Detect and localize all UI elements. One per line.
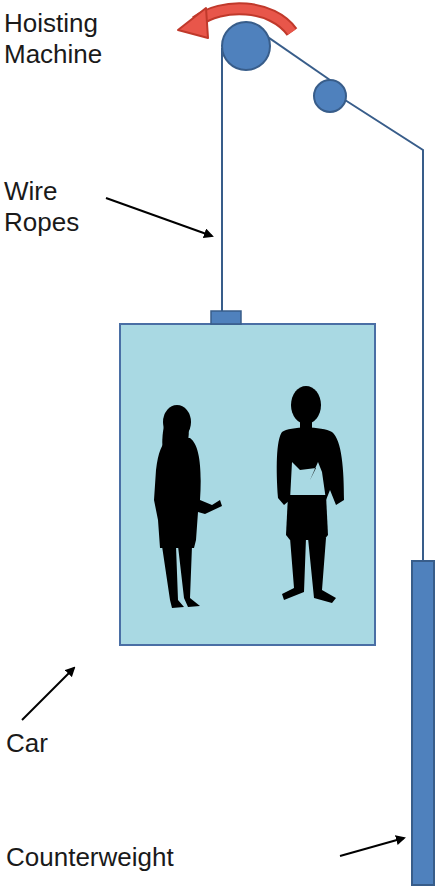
part-label: Counterweight [6, 842, 336, 873]
man-silhouette [277, 386, 344, 603]
rotation-arrow [178, 8, 292, 38]
rope-hitch [211, 311, 241, 324]
leader-arrow [22, 198, 404, 856]
counterweight-block [412, 561, 434, 885]
deflector-sheave [314, 80, 346, 112]
part-label: Car [6, 728, 126, 759]
hoist-sheave [222, 22, 270, 70]
part-label: Hoisting Machine [4, 8, 154, 70]
part-label: Wire Ropes [4, 176, 104, 238]
elevator-car [120, 324, 375, 645]
woman-silhouette [154, 405, 222, 608]
